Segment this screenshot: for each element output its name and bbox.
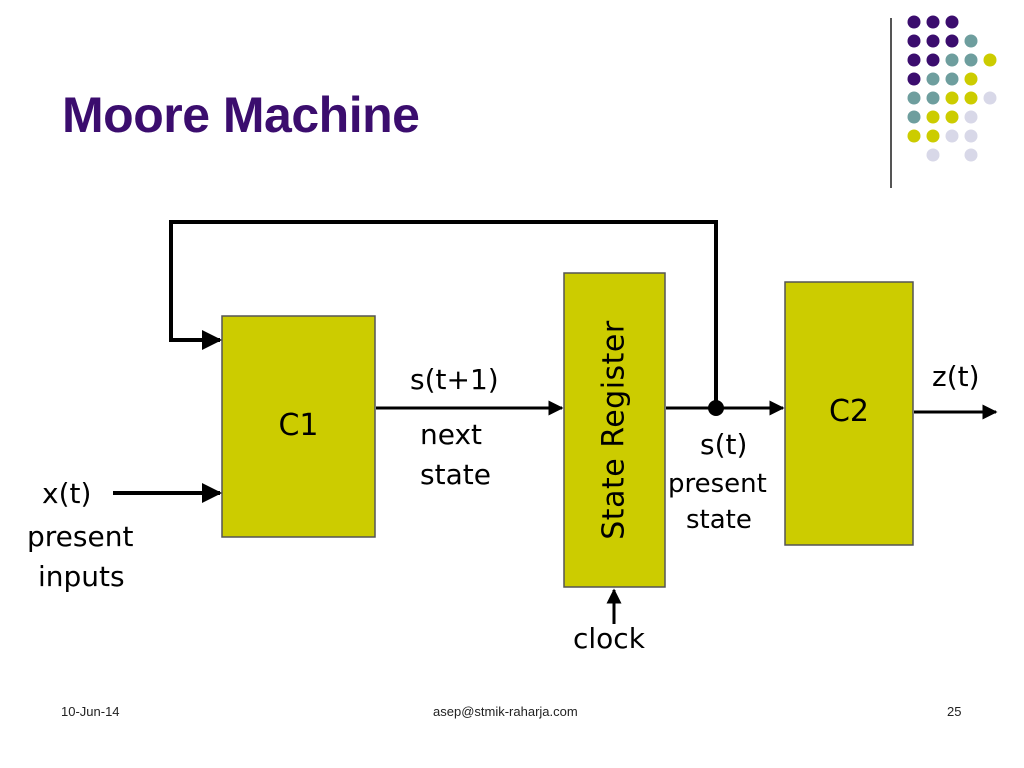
input-desc-line2: inputs [38, 560, 125, 593]
decorative-dot [926, 148, 940, 162]
decorative-dot [945, 110, 959, 124]
decorative-dot [907, 53, 921, 67]
decorative-dot [907, 34, 921, 48]
decorative-dot [945, 129, 959, 143]
present-state-desc-line1: present [668, 469, 767, 499]
decorative-dot [945, 53, 959, 67]
decorative-dot [926, 72, 940, 86]
next-state-desc-line2: state [420, 458, 491, 491]
decorative-dot [964, 91, 978, 105]
decorative-dot [907, 110, 921, 124]
state-register-label: State Register [596, 320, 632, 540]
c2-label: C2 [828, 394, 870, 429]
decorative-dot [964, 34, 978, 48]
clock-label: clock [573, 622, 645, 655]
decorative-dot-grid [907, 15, 997, 162]
state-register-block [563, 272, 666, 588]
decorative-dot [926, 53, 940, 67]
decorative-dot [907, 15, 921, 29]
decorative-dot [926, 34, 940, 48]
decorative-dot [945, 72, 959, 86]
footer-email: asep@stmik-raharja.com [433, 704, 578, 719]
decorative-dot [945, 15, 959, 29]
c2-block [784, 281, 914, 546]
decorative-dot [926, 129, 940, 143]
decorative-dot [945, 91, 959, 105]
input-signal-label: x(t) [42, 477, 92, 510]
decorative-dot [964, 148, 978, 162]
decorative-dot [964, 129, 978, 143]
title-divider [890, 18, 892, 188]
decorative-dot [907, 91, 921, 105]
decorative-dot [907, 72, 921, 86]
decorative-dot [926, 91, 940, 105]
feedback-path [169, 220, 718, 408]
decorative-dot [964, 110, 978, 124]
present-state-desc-line2: state [686, 505, 752, 535]
footer-date: 10-Jun-14 [61, 704, 120, 719]
next-state-desc-line1: next [420, 418, 483, 451]
decorative-dot [983, 91, 997, 105]
decorative-dot [926, 15, 940, 29]
footer-page-number: 25 [947, 704, 962, 719]
slide-title: Moore Machine [62, 87, 420, 143]
c1-label: C1 [278, 408, 319, 443]
output-signal-label: z(t) [932, 360, 980, 393]
decorative-dot [907, 129, 921, 143]
input-desc-line1: present [27, 520, 134, 553]
decorative-dot [983, 53, 997, 67]
next-state-signal-label: s(t+1) [410, 363, 499, 396]
decorative-dot [926, 110, 940, 124]
decorative-dot [964, 53, 978, 67]
present-state-signal-label: s(t) [700, 428, 748, 461]
decorative-dot [964, 72, 978, 86]
decorative-dot [945, 34, 959, 48]
c1-block [221, 315, 376, 538]
